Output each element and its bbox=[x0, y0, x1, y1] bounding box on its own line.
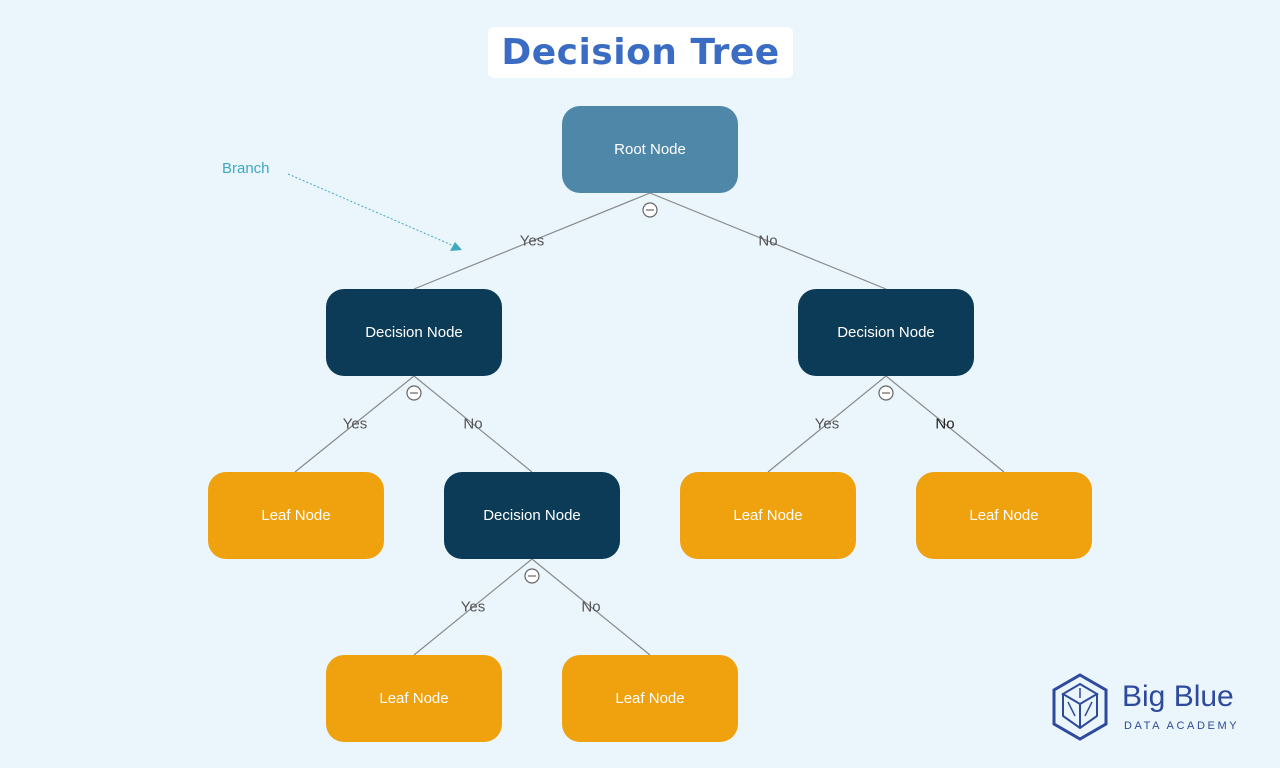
edge-label-yes: Yes bbox=[460, 598, 486, 616]
logo-subtitle: DATA ACADEMY bbox=[1124, 720, 1240, 732]
leaf-node[interactable]: Leaf Node bbox=[916, 472, 1092, 559]
branch-arrow-line bbox=[287, 173, 455, 247]
decision-node-lower[interactable]: Decision Node bbox=[444, 472, 620, 559]
leaf-node[interactable]: Leaf Node bbox=[680, 472, 856, 559]
edge-left-yes bbox=[294, 375, 415, 473]
decision-node-left[interactable]: Decision Node bbox=[326, 289, 502, 376]
edge-right-yes bbox=[767, 375, 887, 473]
cube-logo-icon bbox=[1052, 673, 1108, 741]
edge-lower-no bbox=[531, 558, 651, 656]
logo-name: Big Blue bbox=[1122, 680, 1234, 713]
branch-arrow-head bbox=[450, 242, 462, 251]
edge-label-no: No bbox=[463, 415, 483, 433]
leaf-node[interactable]: Leaf Node bbox=[326, 655, 502, 742]
edge-root-no bbox=[649, 192, 887, 290]
edge-label-no: No bbox=[935, 415, 955, 433]
edge-label-no: No bbox=[758, 232, 778, 250]
leaf-node[interactable]: Leaf Node bbox=[562, 655, 738, 742]
page-title: Decision Tree bbox=[501, 32, 780, 73]
leaf-node[interactable]: Leaf Node bbox=[208, 472, 384, 559]
edge-lower-yes bbox=[413, 558, 533, 656]
edge-right-no bbox=[885, 375, 1005, 473]
title-box: Decision Tree bbox=[488, 27, 793, 78]
collapse-icon-lower bbox=[524, 568, 540, 584]
edge-label-yes: Yes bbox=[814, 415, 840, 433]
collapse-icon-right bbox=[878, 385, 894, 401]
branch-annotation-label: Branch bbox=[222, 160, 270, 177]
root-node[interactable]: Root Node bbox=[562, 106, 738, 193]
edge-left-no bbox=[413, 375, 533, 473]
edge-root-yes bbox=[413, 192, 651, 290]
decision-node-right[interactable]: Decision Node bbox=[798, 289, 974, 376]
edge-label-no: No bbox=[581, 598, 601, 616]
big-blue-logo: Big Blue DATA ACADEMY bbox=[1050, 672, 1260, 744]
collapse-icon-root bbox=[642, 202, 658, 218]
collapse-icon-left bbox=[406, 385, 422, 401]
edge-label-yes: Yes bbox=[342, 415, 368, 433]
edge-label-yes: Yes bbox=[519, 232, 545, 250]
